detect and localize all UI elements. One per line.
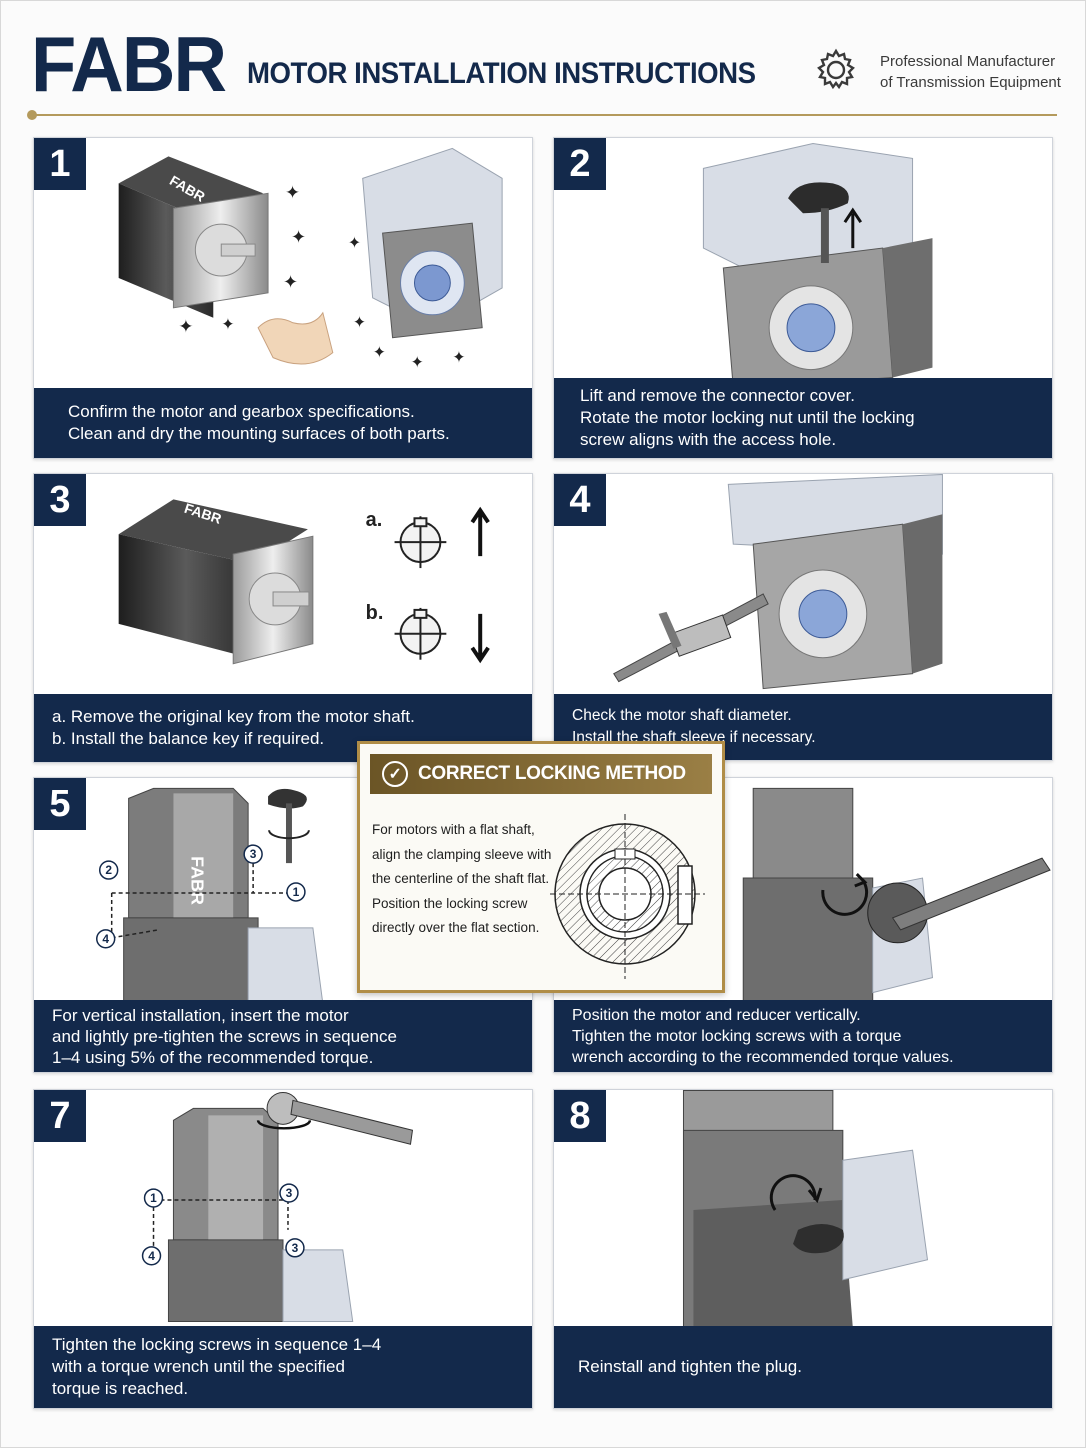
svg-text:✦: ✦: [221, 317, 234, 334]
marker-2: 2: [105, 863, 112, 877]
step-5-caption: For vertical installation, insert the mo…: [34, 1000, 532, 1072]
gear-icon: [817, 48, 855, 90]
step-7-line-2: with a torque wrench until the specified: [52, 1357, 345, 1376]
step-3-line-2: b. Install the balance key if required.: [52, 729, 325, 748]
option-b-label: b.: [366, 602, 384, 624]
step-5-number: 5: [34, 778, 86, 830]
step-7-illustration: 1 3 3 4: [141, 1091, 414, 1322]
step-6-illustration: [742, 787, 1051, 1004]
step-4-number: 4: [554, 474, 606, 526]
step-1-illustration: FABR ✦✦ ✦✦ ✦✦ ✦✦ ✦✦: [118, 147, 503, 372]
step-8-number: 8: [554, 1090, 606, 1142]
step-2-line-2: Rotate the motor locking nut until the l…: [580, 408, 915, 427]
step-7-caption: Tighten the locking screws in sequence 1…: [34, 1326, 532, 1408]
svg-text:✦: ✦: [178, 317, 193, 337]
step-3-line-1: a. Remove the original key from the moto…: [52, 707, 415, 726]
callout-title: CORRECT LOCKING METHOD: [418, 763, 686, 784]
step-8-caption: Reinstall and tighten the plug.: [554, 1326, 1052, 1408]
step-1-line-1: Confirm the motor and gearbox specificat…: [68, 402, 415, 421]
callout-line-2: align the clamping sleeve with: [372, 846, 552, 862]
svg-text:✦: ✦: [452, 350, 465, 367]
shaft-cross-section-diagram: [550, 814, 705, 979]
step-5-line-3: 1–4 using 5% of the recommended torque.: [52, 1047, 374, 1067]
svg-text:✦: ✦: [353, 315, 366, 332]
step-6-line-2: Tighten the motor locking screws with a …: [572, 1027, 902, 1045]
step-6-line-1: Position the motor and reducer verticall…: [572, 1006, 861, 1024]
step-7-line-3: torque is reached.: [52, 1379, 189, 1398]
svg-text:✦: ✦: [285, 182, 300, 202]
tagline-line-1: Professional Manufacturer: [880, 53, 1056, 70]
marker-7-3: 3: [286, 1186, 293, 1200]
tagline: Professional Manufacturer of Transmissio…: [880, 51, 1061, 93]
callout-line-4: Position the locking screw: [372, 895, 528, 911]
step-5-line-1: For vertical installation, insert the mo…: [52, 1005, 349, 1025]
step-1-line-2: Clean and dry the mounting surfaces of b…: [68, 424, 450, 443]
marker-4: 4: [102, 932, 109, 946]
check-icon: ✓: [382, 761, 408, 787]
callout-line-5: directly over the flat section.: [372, 920, 540, 935]
marker-1: 1: [293, 885, 300, 899]
step-3-number: 3: [34, 474, 86, 526]
tagline-line-2: of Transmission Equipment: [880, 74, 1061, 91]
step-7-number: 7: [34, 1090, 86, 1142]
step-5-line-2: and lightly pre-tighten the screws in se…: [52, 1026, 397, 1046]
svg-text:✦: ✦: [291, 227, 306, 247]
step-3-illustration: FABR a. b.: [118, 499, 490, 665]
step-2-caption: Lift and remove the connector cover. Rot…: [554, 378, 1052, 458]
svg-text:✦: ✦: [373, 345, 386, 362]
marker-7-4: 4: [148, 1249, 155, 1263]
marker-7-1: 1: [150, 1191, 157, 1205]
step-8-illustration: [682, 1090, 929, 1328]
step-8-line-1: Reinstall and tighten the plug.: [578, 1357, 802, 1376]
step-3-panel: FABR a. b. 3 a. Remove the original key …: [33, 473, 533, 763]
step-2-number: 2: [554, 138, 606, 190]
step-1-panel: FABR ✦✦ ✦✦ ✦✦ ✦✦ ✦✦ 1 Confirm the motor …: [33, 137, 533, 459]
step-4-line-1: Check the motor shaft diameter.: [572, 707, 792, 724]
step-6-caption: Position the motor and reducer verticall…: [554, 1000, 1052, 1072]
callout-line-3: the centerline of the shaft flat.: [372, 871, 550, 886]
locking-method-callout: ✓ CORRECT LOCKING METHOD For motors with…: [357, 741, 725, 993]
step-7-panel: 1 3 3 4 7 Tighten the locking screws in …: [33, 1089, 533, 1409]
step-2-illustration: [702, 142, 933, 389]
step-5-illustration: FABR 1 2 3 4: [96, 787, 324, 1004]
step-6-line-3: wrench according to the recommended torq…: [572, 1048, 954, 1066]
step-2-line-3: screw aligns with the access hole.: [580, 430, 837, 449]
brand-logo: FABR: [31, 20, 227, 108]
callout-body: For motors with a flat shaft, align the …: [372, 818, 551, 941]
motor-label-5: FABR: [187, 856, 207, 905]
step-6-panel: 6 Position the motor and reducer vertica…: [553, 777, 1053, 1073]
sequence-markers-7: 1 3 3 4: [141, 1183, 305, 1266]
step-1-caption: Confirm the motor and gearbox specificat…: [34, 388, 532, 458]
marker-7-3b: 3: [292, 1241, 299, 1255]
step-1-number: 1: [34, 138, 86, 190]
marker-3: 3: [250, 847, 257, 861]
callout-line-1: For motors with a flat shaft,: [372, 822, 535, 837]
step-8-panel: 8 Reinstall and tighten the plug.: [553, 1089, 1053, 1409]
page-title: MOTOR INSTALLATION INSTRUCTIONS: [247, 57, 756, 90]
step-4-illustration: [613, 474, 943, 690]
step-2-line-1: Lift and remove the connector cover.: [580, 386, 855, 405]
header-divider: [31, 114, 1057, 116]
sequence-markers: 1 2 3 4: [96, 844, 306, 949]
step-2-panel: 2 Lift and remove the connector cover. R…: [553, 137, 1053, 459]
callout-header: ✓ CORRECT LOCKING METHOD: [370, 754, 712, 794]
divider-dot: [27, 110, 37, 120]
step-7-line-1: Tighten the locking screws in sequence 1…: [52, 1335, 382, 1354]
svg-text:✦: ✦: [410, 355, 423, 372]
option-a-label: a.: [366, 509, 383, 531]
step-4-panel: 4 Check the motor shaft diameter. Instal…: [553, 473, 1053, 761]
svg-text:✦: ✦: [283, 272, 298, 292]
svg-text:✦: ✦: [348, 235, 361, 252]
